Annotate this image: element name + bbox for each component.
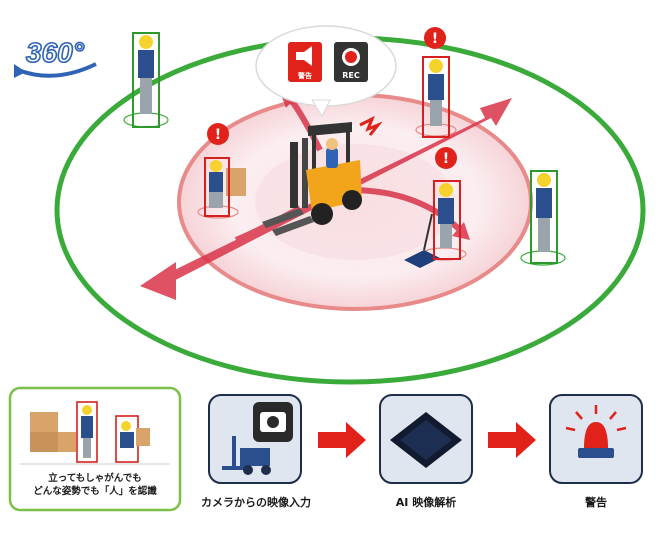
rec-dot	[345, 51, 357, 63]
detection-box-danger	[433, 180, 461, 260]
worker-danger-3: !	[404, 147, 467, 268]
helmet-icon	[139, 35, 153, 49]
camera-lens	[267, 416, 279, 428]
forklift-mini-fork	[222, 466, 250, 470]
worker-body	[138, 50, 154, 78]
step1-label: カメラからの映像入力	[201, 496, 311, 509]
siren-icon	[584, 422, 608, 448]
forklift-fork-2	[272, 216, 314, 236]
worker-legs	[430, 100, 442, 126]
worker-body	[209, 172, 223, 192]
forklift	[262, 115, 383, 236]
detection-box-danger	[204, 157, 230, 217]
forklift-mini-wheel	[243, 465, 253, 475]
flow-arrow-icon	[318, 422, 366, 458]
logo-text: 360°	[26, 37, 85, 68]
mini-box-icon	[136, 428, 150, 446]
360-logo: 360°	[14, 36, 97, 78]
mini-worker-body-2	[120, 432, 134, 448]
logo-swoosh	[17, 62, 97, 78]
box-stack-icon-3	[58, 432, 76, 452]
siren-rays	[565, 405, 627, 432]
forklift-pillar	[312, 132, 316, 174]
forklift-driver	[326, 148, 338, 168]
callout-tail	[311, 99, 331, 118]
forklift-mini-wheel-2	[261, 465, 271, 475]
forklift-mast-2	[302, 138, 308, 208]
recognition-caption-line1: 立ってもしゃがんでも	[48, 473, 142, 484]
step3-label: 警告	[585, 496, 607, 509]
step2-label: AI 映像解析	[395, 496, 457, 509]
alert-badge-icon	[207, 123, 229, 145]
mini-detection-box	[76, 401, 98, 463]
mini-worker-body	[81, 416, 93, 438]
worker-safe-1	[123, 32, 169, 128]
worker-body	[536, 188, 552, 218]
cart-handle	[423, 213, 433, 251]
worker-legs	[538, 218, 550, 252]
box-stack-icon-2	[30, 432, 58, 452]
alarm-label: 警告	[298, 71, 312, 80]
detection-box-danger	[422, 56, 450, 138]
siren-base	[578, 448, 614, 458]
detection-box-safe	[132, 32, 160, 128]
callout-bubble	[255, 25, 397, 107]
box-stack-icon	[30, 412, 58, 432]
alert-badge-icon	[435, 147, 457, 169]
helmet-icon	[210, 160, 222, 172]
forklift-fork	[262, 208, 304, 228]
alert-mark: !	[432, 31, 438, 47]
step-ai-analysis	[379, 394, 473, 484]
alert-badge-icon	[424, 27, 446, 49]
worker-legs	[209, 192, 223, 208]
rec-label: REC	[342, 71, 360, 80]
logo-swoosh-arrow	[14, 64, 26, 78]
alert-spark-icon	[359, 115, 383, 136]
detection-box-safe	[530, 170, 558, 264]
mini-helmet-icon-2	[121, 421, 131, 431]
forklift-mini-mast	[232, 436, 236, 466]
worker-danger-2: !	[197, 123, 246, 219]
driver-head	[326, 138, 338, 150]
flow-arrow-icon-2	[488, 422, 536, 458]
worker-danger-1: !	[415, 27, 457, 138]
forklift-wheel-2	[342, 190, 362, 210]
worker-body	[438, 198, 454, 224]
alert-callout: 警告 REC	[255, 25, 397, 118]
alert-mark: !	[443, 151, 449, 167]
mini-helmet-icon	[82, 405, 92, 415]
cardboard-box	[226, 168, 246, 196]
worker-legs	[440, 224, 452, 248]
forklift-roof	[308, 122, 352, 136]
ai-chip-core	[400, 420, 452, 460]
forklift-wheel	[311, 203, 333, 225]
hand-cart	[404, 250, 440, 268]
step-alarm	[549, 394, 643, 484]
speaker-icon	[296, 46, 312, 66]
forklift-pillar-2	[346, 130, 350, 172]
arrow-head-left	[140, 262, 176, 300]
worker-body	[428, 74, 444, 100]
helmet-icon	[537, 173, 551, 187]
helmet-icon	[429, 59, 443, 73]
forklift-mast	[290, 142, 298, 208]
mini-worker-legs	[83, 438, 91, 458]
recognition-caption-line2: どんな姿勢でも「人」を認識	[33, 486, 157, 497]
forklift-mini-body	[240, 448, 270, 466]
worker-safe-2	[520, 170, 566, 266]
helmet-icon	[439, 183, 453, 197]
recognition-panel	[8, 386, 182, 512]
recognition-caption: 立ってもしゃがんでも どんな姿勢でも「人」を認識	[14, 472, 176, 498]
alert-mark: !	[215, 127, 221, 143]
worker-legs	[140, 78, 152, 114]
step-camera-input	[208, 394, 302, 484]
